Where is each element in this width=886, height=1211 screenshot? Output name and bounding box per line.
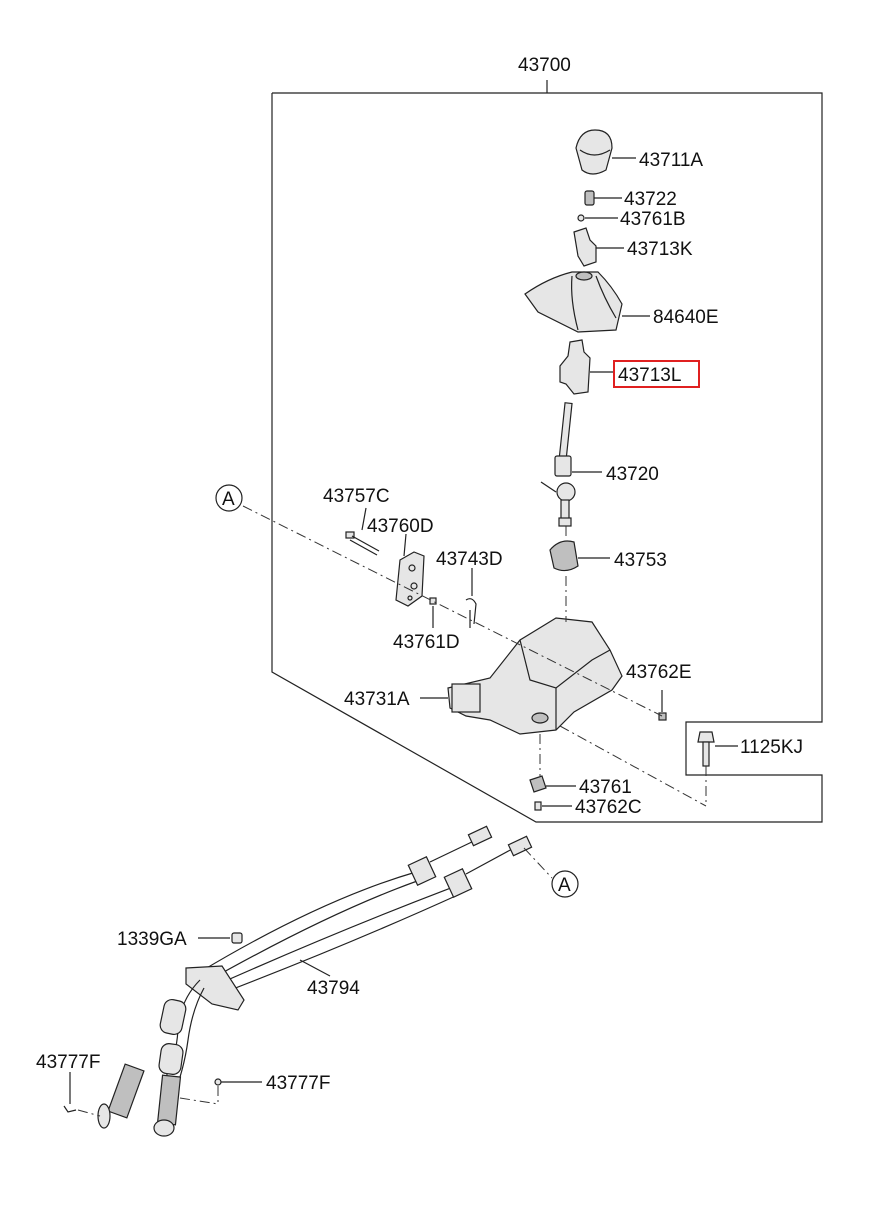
small-nut[interactable]: [429, 597, 437, 628]
shift-cable-assembly[interactable]: [97, 825, 533, 1137]
pivot-pin[interactable]: [345, 507, 380, 556]
shift-knob[interactable]: [575, 129, 636, 175]
label-43762E: 43762E: [626, 662, 692, 683]
label-43757C: 43757C: [323, 486, 390, 507]
cable-clip[interactable]: [198, 932, 243, 944]
highlight-box: [613, 360, 700, 388]
shift-lever[interactable]: [540, 402, 602, 527]
label-43731A: 43731A: [344, 689, 410, 710]
label-43777F-right: 43777F: [266, 1073, 330, 1094]
assembly-number: 43700: [518, 55, 571, 76]
reference-marker-bottom: A: [523, 847, 579, 898]
small-insert[interactable]: [658, 690, 667, 721]
shifter-base[interactable]: [420, 617, 623, 735]
label-43760D: 43760D: [367, 516, 434, 537]
svg-text:A: A: [558, 875, 571, 896]
cable-pin-right[interactable]: [179, 1078, 262, 1105]
selector-bracket[interactable]: [395, 533, 425, 607]
label-43713K: 43713K: [627, 239, 693, 260]
label-43794: 43794: [307, 978, 360, 999]
label-43743D: 43743D: [436, 549, 503, 570]
label-1339GA: 1339GA: [117, 929, 187, 950]
label-43761D: 43761D: [393, 632, 460, 653]
retaining-clip[interactable]: [465, 568, 477, 628]
label-43713L: 43713L: [618, 365, 681, 386]
cable-pin-left[interactable]: [63, 1072, 101, 1117]
knob-adapter[interactable]: [573, 227, 624, 267]
label-43720: 43720: [606, 464, 659, 485]
lever-bushing[interactable]: [549, 540, 610, 572]
label-43777F-left: 43777F: [36, 1052, 100, 1073]
label-43753: 43753: [614, 550, 667, 571]
shift-boot[interactable]: [524, 271, 650, 333]
label-1125KJ: 1125KJ: [740, 737, 803, 758]
shift-lever-adapter[interactable]: [559, 339, 614, 395]
base-insert[interactable]: [534, 801, 572, 811]
label-43761: 43761: [579, 777, 632, 798]
detent-ball[interactable]: [577, 214, 618, 222]
label-43761B: 43761B: [620, 209, 686, 230]
mounting-bolt[interactable]: [697, 731, 738, 767]
reference-marker-top: A: [215, 484, 243, 512]
label-43711A: 43711A: [639, 150, 703, 171]
svg-text:A: A: [222, 489, 235, 510]
label-43722: 43722: [624, 189, 677, 210]
base-nut[interactable]: [529, 775, 576, 793]
label-84640E: 84640E: [653, 307, 719, 328]
centerlines: [242, 505, 707, 807]
spring[interactable]: [584, 190, 622, 206]
assembly-boundary: [271, 80, 823, 823]
label-43762C: 43762C: [575, 797, 642, 818]
